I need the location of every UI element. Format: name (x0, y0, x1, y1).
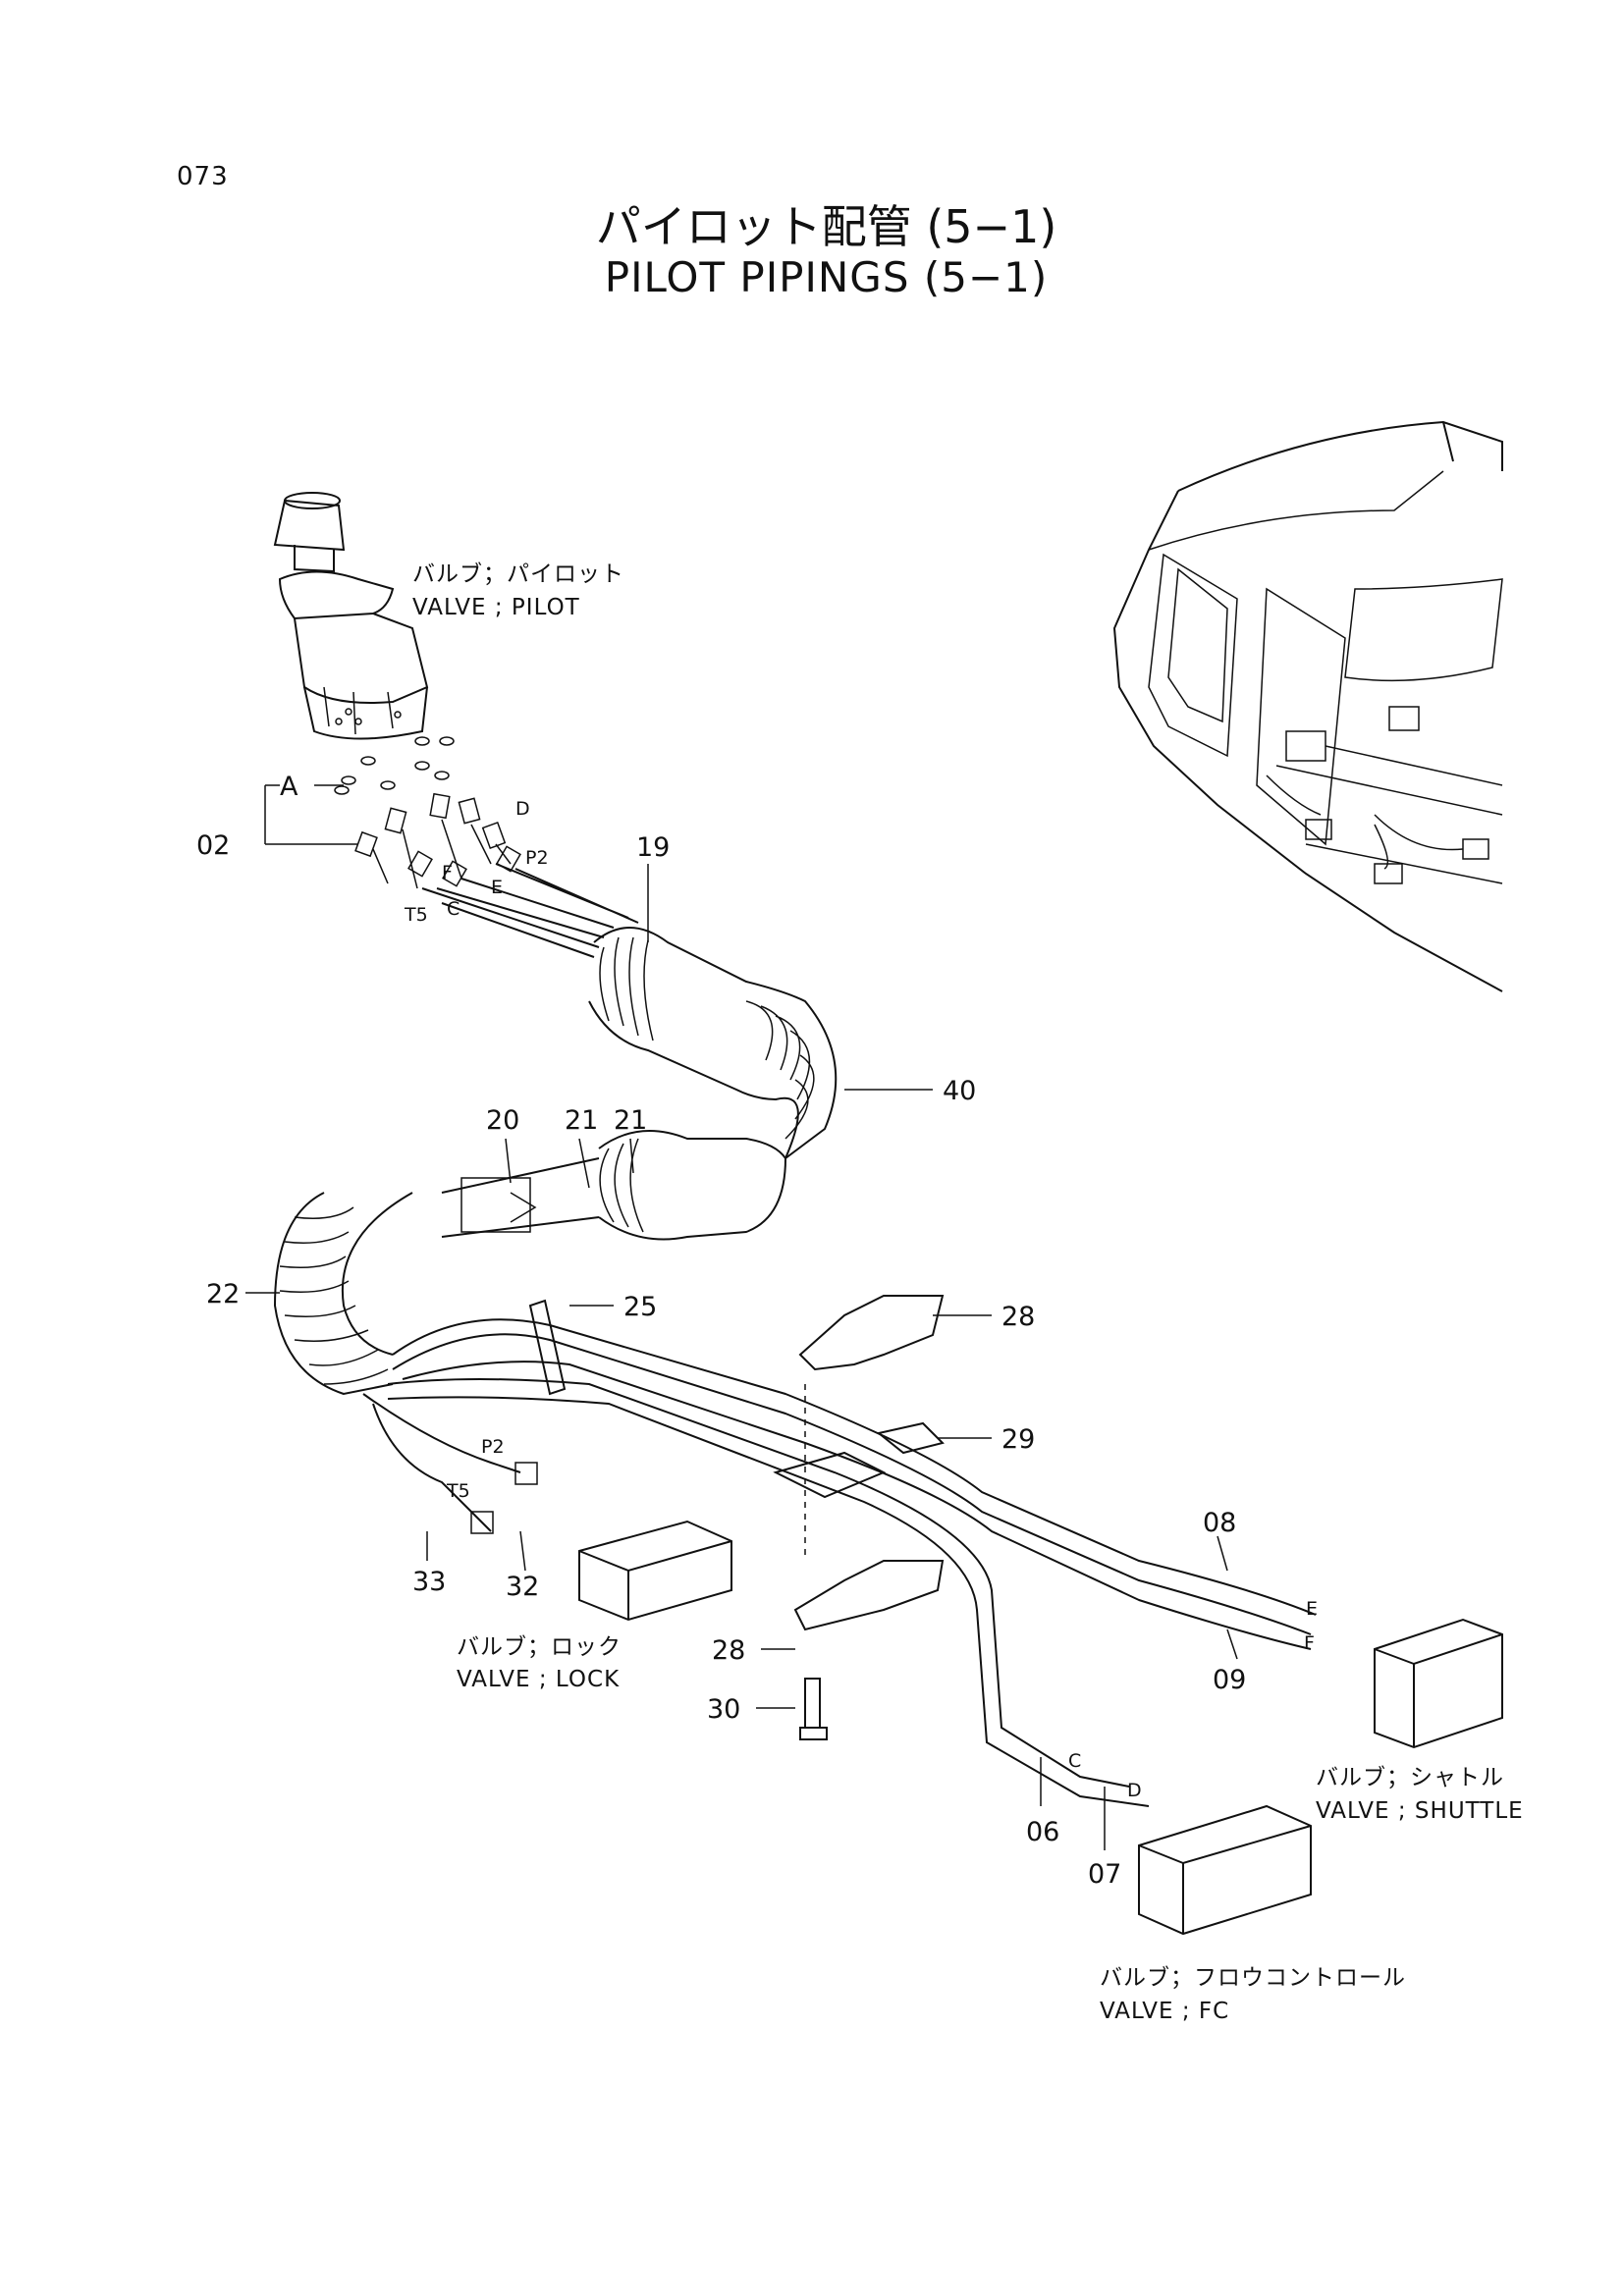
callout-33: 33 (412, 1567, 446, 1597)
port-C-bottom: C (1068, 1750, 1081, 1772)
clamp-brackets (773, 1295, 945, 1740)
port-P2-bottom: P2 (481, 1436, 505, 1458)
fc-valve-label-jp: バルブ；フロウコントロール (1100, 1965, 1406, 1991)
fc-valve-label-en: VALVE ; FC (1100, 1999, 1229, 2024)
pilot-valve-illustration (273, 492, 429, 740)
shuttle-valve-label-en: VALVE ; SHUTTLE (1316, 1798, 1524, 1824)
pilot-valve-label-en: VALVE ; PILOT (412, 595, 580, 620)
callout-32: 32 (506, 1572, 539, 1602)
callout-09: 09 (1213, 1665, 1246, 1695)
port-E-right: E (1306, 1598, 1318, 1620)
pilot-valve-label-jp: バルブ；パイロット (412, 561, 624, 587)
port-T5-top: T5 (404, 904, 428, 926)
port-D: D (515, 798, 530, 820)
port-F-right: F (1304, 1632, 1315, 1654)
callout-22: 22 (206, 1279, 240, 1309)
port-A: A (280, 772, 298, 802)
fittings-cluster (354, 792, 521, 889)
callout-20: 20 (486, 1105, 519, 1136)
port-D-bottom: D (1127, 1780, 1142, 1801)
lock-valve-label-en: VALVE ; LOCK (457, 1667, 620, 1692)
port-F-top: F (442, 862, 453, 883)
title-japanese: パイロット配管 (5−1) (595, 200, 1057, 253)
callout-19: 19 (636, 832, 670, 863)
port-letters: A D P2 F E C T5 P2 T5 E F C D (280, 772, 1318, 1801)
hose-routes (362, 1318, 1317, 1807)
callout-30: 30 (707, 1694, 740, 1725)
o-rings (334, 736, 455, 795)
callout-29: 29 (1001, 1424, 1035, 1455)
band-clamp (528, 1299, 567, 1396)
shuttle-valve-box (1374, 1618, 1503, 1749)
port-E-top: E (491, 877, 503, 898)
callout-21a: 21 (565, 1105, 598, 1136)
cab-inset-illustration (1112, 420, 1503, 992)
callout-40: 40 (943, 1076, 976, 1106)
callout-28b: 28 (712, 1635, 745, 1666)
callout-25: 25 (623, 1292, 657, 1322)
callout-21b: 21 (614, 1105, 647, 1136)
hose-bundle-upper (421, 863, 639, 958)
callout-02: 02 (196, 830, 230, 861)
port-T5-bottom: T5 (446, 1480, 470, 1502)
corrugated-protector (273, 927, 838, 1396)
port-P2-top: P2 (525, 847, 549, 869)
title-english: PILOT PIPINGS (5−1) (604, 253, 1049, 301)
part-callouts: 02 19 40 20 21 21 22 25 28 29 08 09 33 3… (196, 830, 1246, 1890)
callout-08: 08 (1203, 1508, 1236, 1538)
callout-06: 06 (1026, 1817, 1059, 1847)
lock-valve-box (578, 1520, 732, 1622)
component-captions: バルブ；パイロット VALVE ; PILOT バルブ；ロック VALVE ; … (412, 561, 1524, 2024)
port-C-top: C (447, 898, 460, 920)
lock-valve-label-jp: バルブ；ロック (457, 1634, 622, 1660)
fc-valve-box (1138, 1804, 1312, 1936)
callout-07: 07 (1088, 1859, 1121, 1890)
leader-lines (245, 784, 1238, 1850)
callout-28a: 28 (1001, 1302, 1035, 1332)
shuttle-valve-label-jp: バルブ；シャトル (1316, 1765, 1504, 1790)
page-number: 073 (177, 162, 229, 191)
